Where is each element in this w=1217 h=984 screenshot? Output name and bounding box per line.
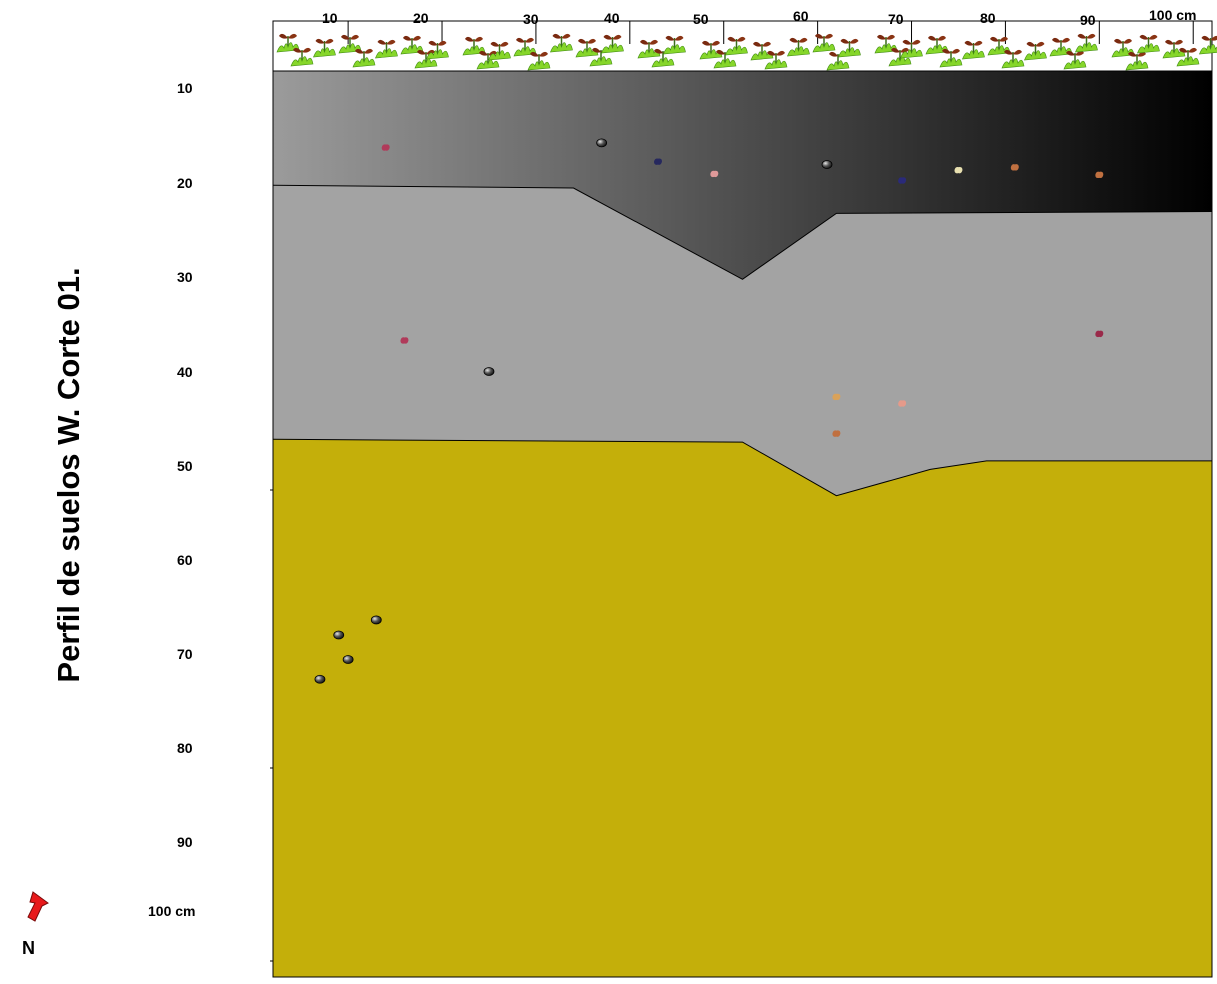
depth-label: 30: [177, 269, 193, 285]
plant-icon: [637, 39, 661, 59]
plant-icon: [888, 47, 912, 67]
stone-icon: [314, 674, 326, 684]
plant-icon: [527, 51, 551, 71]
plant-icon: [426, 40, 449, 60]
mottle-icon: [832, 393, 841, 401]
width-label: 90: [1080, 12, 1096, 28]
depth-label: 70: [177, 646, 193, 662]
depth-label: 90: [177, 834, 193, 850]
plant-icon: [838, 38, 861, 58]
axis-ticks-group: [270, 21, 1194, 962]
plant-icon: [601, 34, 624, 54]
mottle-icon: [832, 430, 841, 437]
width-label: 100 cm: [1149, 7, 1197, 23]
plant-icon: [1176, 47, 1200, 67]
north-label: N: [22, 938, 35, 958]
depth-label: 10: [177, 80, 193, 96]
plant-icon: [1125, 51, 1149, 71]
plant-icon: [1162, 39, 1186, 59]
mottle-icon: [1095, 171, 1104, 179]
plant-icon: [764, 50, 788, 70]
plant-icon: [476, 50, 500, 70]
plant-icon: [787, 37, 810, 57]
plant-icon: [962, 40, 985, 60]
stone-icon: [821, 160, 833, 169]
mottle-icon: [954, 166, 963, 174]
plant-icon: [1024, 41, 1047, 61]
inclusions-group: [314, 138, 1104, 684]
plant-icon: [826, 51, 850, 71]
mottle-icon: [898, 400, 907, 407]
plant-icon: [1001, 49, 1025, 69]
plant-icon: [1199, 35, 1217, 55]
plant-icon: [987, 36, 1011, 56]
plant-icon: [939, 48, 963, 68]
plant-icon: [1049, 37, 1073, 57]
stone-icon: [370, 615, 382, 625]
mottle-icon: [400, 337, 409, 344]
plant-icon: [488, 41, 511, 61]
depth-label: 80: [177, 740, 193, 756]
plant-icon: [900, 39, 923, 59]
width-label: 70: [888, 11, 904, 27]
horizon-2-area: [273, 185, 1212, 496]
plant-icon: [352, 48, 376, 68]
plant-icon: [663, 35, 686, 55]
plant-icon: [290, 47, 314, 67]
horizon-1-boundary: [272, 184, 1213, 280]
horizon-2-boundary: [272, 438, 1212, 497]
plant-icon: [375, 39, 398, 59]
plant-icon: [874, 34, 898, 54]
plant-icon: [313, 38, 336, 58]
horizons-group: [272, 20, 1213, 978]
mottle-icon: [1010, 164, 1019, 171]
north-arrow-icon: [27, 891, 49, 922]
plant-icon: [1111, 38, 1135, 58]
depth-label: 100 cm: [148, 903, 196, 919]
width-label: 80: [980, 10, 996, 26]
stone-icon: [342, 655, 354, 664]
plant-icon: [414, 49, 438, 69]
plant-icon: [925, 35, 949, 55]
width-label: 40: [604, 10, 620, 26]
plant-icon: [725, 36, 748, 56]
mottle-icon: [653, 158, 662, 165]
width-label: 20: [413, 10, 429, 26]
horizon-1-area: [273, 71, 1212, 280]
mottle-icon: [1095, 330, 1104, 338]
mottle-icon: [381, 144, 390, 151]
width-label: 50: [693, 11, 709, 27]
depth-label: 60: [177, 552, 193, 568]
plant-icon: [812, 33, 836, 53]
plant-icon: [1075, 33, 1098, 53]
width-label: 60: [793, 8, 809, 24]
profile-frame: [272, 20, 1213, 978]
depth-label: 50: [177, 458, 193, 474]
vegetation-group: [276, 33, 1217, 71]
stone-icon: [483, 367, 495, 376]
plant-icon: [1137, 34, 1160, 54]
plant-icon: [699, 40, 723, 60]
plant-icon: [550, 33, 573, 53]
plant-icon: [575, 38, 599, 58]
mottle-icon: [898, 177, 907, 184]
width-label: 10: [322, 10, 338, 26]
mottle-icon: [710, 170, 719, 178]
depth-label: 20: [177, 175, 193, 191]
stone-icon: [596, 138, 608, 148]
depth-label: 40: [177, 364, 193, 380]
plant-icon: [1063, 50, 1087, 70]
width-label: 30: [523, 11, 539, 27]
stone-icon: [333, 630, 345, 640]
horizon-3-area: [273, 439, 1212, 977]
